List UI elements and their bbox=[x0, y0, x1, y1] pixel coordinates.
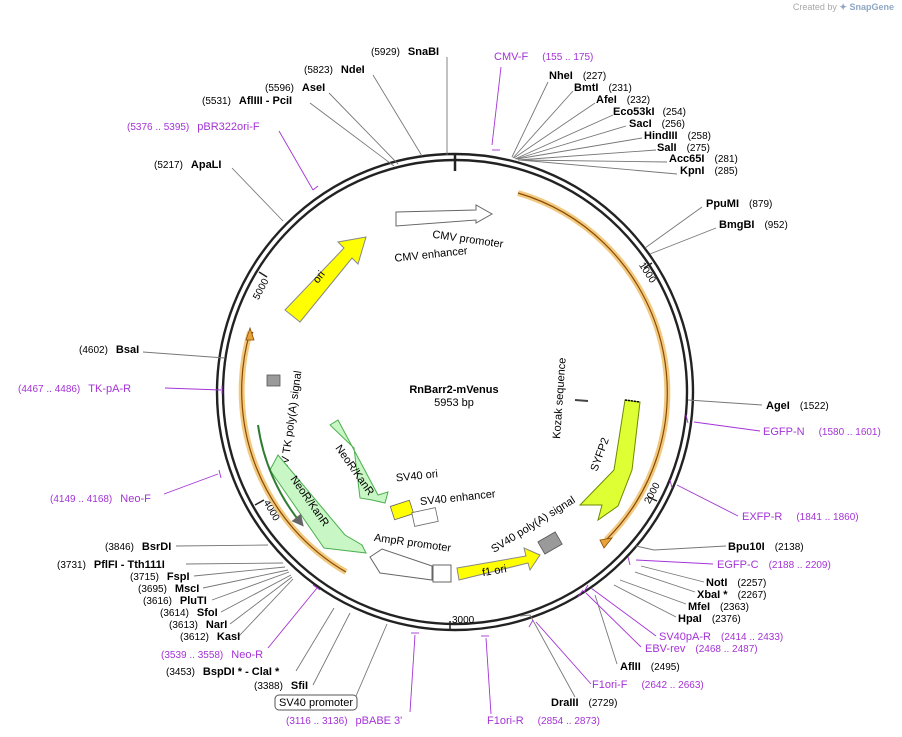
enzyme-bsrdi: (3846)BsrDI bbox=[105, 541, 171, 553]
primer-exfp-r: EXFP-R(1841 .. 1860) bbox=[742, 511, 859, 523]
feature-hsv-tk-polya: HSV TK poly(A) signal bbox=[266, 370, 304, 480]
orf-arrowhead-icon bbox=[599, 537, 613, 549]
enzyme-fspi: (3715)FspI bbox=[130, 571, 190, 583]
credit-prefix: Created by bbox=[792, 2, 837, 12]
primer-neo-f: (4149 .. 4168)Neo-F bbox=[50, 493, 151, 505]
primer-egfp-c: EGFP-C(2188 .. 2209) bbox=[717, 559, 831, 571]
feature-kozak: Kozak sequence bbox=[551, 357, 589, 439]
snapgene-logo-icon: ✦ bbox=[839, 2, 847, 12]
enzyme-bmti: BmtI(231) bbox=[574, 82, 632, 94]
feature-syfp2: SYFP2 bbox=[578, 399, 641, 522]
enzyme-leader-lines bbox=[142, 57, 763, 698]
enzyme-xbai: XbaI *(2267) bbox=[697, 589, 766, 601]
feature-cmv-promoter: CMV promoter CMV enhancer bbox=[394, 204, 504, 265]
enzyme-sfii: (3388)SfiI bbox=[254, 680, 308, 692]
enzyme-mfei: MfeI(2363) bbox=[688, 601, 749, 613]
enzyme-noti: NotI(2257) bbox=[706, 577, 766, 589]
enzyme-msci: (3695)MscI bbox=[138, 583, 199, 595]
primer-egfp-n: EGFP-N(1580 .. 1601) bbox=[763, 426, 881, 438]
enzyme-bsai: (4602)BsaI bbox=[79, 344, 139, 356]
orf-arcs bbox=[238, 190, 671, 575]
feature-neor-kanr: NeoR/KanR NeoR/KanR bbox=[257, 419, 389, 554]
plasmid-name: RnBarr2-mVenus bbox=[409, 384, 498, 396]
feature-sv40-polya: SV40 poly(A) signal bbox=[489, 494, 577, 555]
primer-f1ori-r: F1ori-R(2854 .. 2873) bbox=[487, 715, 600, 727]
enzyme-nhei: NheI(227) bbox=[549, 70, 606, 82]
enzyme-snabi: (5929)SnaBI bbox=[371, 46, 439, 58]
feature-label-sv40-enhancer: SV40 enhancer bbox=[419, 488, 496, 508]
primer-ebv-rev: EBV-rev(2468 .. 2487) bbox=[645, 643, 758, 655]
enzyme-draiii: DraIII(2729) bbox=[551, 697, 617, 709]
credit-brand: SnapGene bbox=[849, 2, 894, 12]
plasmid-size: 5953 bp bbox=[434, 397, 474, 409]
feature-label-f1-ori: f1 ori bbox=[481, 563, 507, 579]
enzyme-labels: (5929)SnaBI (5823)NdeI (5596)AseI (5531)… bbox=[57, 46, 829, 709]
feature-f1-ori: f1 ori bbox=[456, 547, 541, 581]
primer-tk-pa-r: (4467 .. 4486)TK-pA-R bbox=[18, 383, 131, 395]
enzyme-kasi: (3612)KasI bbox=[180, 631, 240, 643]
enzyme-hpai: HpaI(2376) bbox=[678, 613, 741, 625]
enzyme-sfoi: (3614)SfoI bbox=[160, 607, 218, 619]
feature-label-sv40-polya: SV40 poly(A) signal bbox=[489, 494, 577, 555]
enzyme-afliii: (5531)AflIII - PciI bbox=[202, 95, 292, 107]
feature-label-ori: ori bbox=[311, 269, 328, 286]
enzyme-bmgbi: BmgBI(952) bbox=[719, 219, 788, 231]
enzyme-acc65i: Acc65I(281) bbox=[669, 153, 738, 165]
enzyme-bpu10i: Bpu10I(2138) bbox=[728, 541, 804, 553]
enzyme-bspdi: (3453)BspDI * - ClaI * bbox=[166, 666, 280, 678]
primer-pbabe-3: (3116 .. 3136)pBABE 3' bbox=[286, 715, 402, 727]
primer-cmv-f: CMV-F(155 .. 175) bbox=[494, 51, 593, 63]
feature-ori: ori bbox=[284, 236, 367, 323]
sv40-promoter-label: SV40 promoter bbox=[279, 697, 353, 709]
feature-label-kozak: Kozak sequence bbox=[551, 357, 569, 439]
enzyme-agei: AgeI(1522) bbox=[766, 400, 829, 412]
sv40-promoter-callout: SV40 promoter bbox=[274, 623, 388, 711]
feature-label-cmv-enhancer: CMV enhancer bbox=[394, 245, 469, 265]
feature-label-syfp2: SYFP2 bbox=[589, 436, 612, 473]
enzyme-hindiii: HindIII(258) bbox=[644, 130, 711, 142]
enzyme-ppumi: PpuMI(879) bbox=[706, 198, 772, 210]
snapgene-credit: Created by ✦ SnapGene bbox=[793, 2, 894, 13]
primer-leader-lines bbox=[163, 66, 761, 715]
primer-sv40pa-r: SV40pA-R(2414 .. 2433) bbox=[659, 631, 783, 643]
enzyme-saci: SacI(256) bbox=[629, 118, 685, 130]
tick-label-3000: 3000 bbox=[452, 615, 475, 626]
primer-f1ori-f: F1ori-F(2642 .. 2663) bbox=[592, 679, 704, 691]
feature-sv40-ori: SV40 ori SV40 enhancer bbox=[389, 468, 496, 527]
tick-label-5000: 5000 bbox=[251, 277, 271, 302]
enzyme-asei: (5596)AseI bbox=[265, 82, 325, 94]
enzyme-aflii: AflII(2495) bbox=[620, 661, 680, 673]
feature-ampr-promoter: AmpR promoter bbox=[369, 532, 452, 583]
primer-pbr322ori-f: (5376 .. 5395)pBR322ori-F bbox=[127, 121, 260, 133]
primer-labels: CMV-F(155 .. 175) (5376 .. 5395)pBR322or… bbox=[18, 51, 881, 727]
enzyme-eco53ki: Eco53kI(254) bbox=[613, 106, 686, 118]
enzyme-pflfi: (3731)PflFI - Tth111I bbox=[57, 559, 165, 571]
enzyme-nari: (3613)NarI bbox=[169, 619, 227, 631]
feature-label-sv40-ori: SV40 ori bbox=[395, 468, 438, 484]
enzyme-apali: (5217)ApaLI bbox=[154, 159, 221, 171]
primer-neo-r: (3539 .. 3558)Neo-R bbox=[161, 649, 263, 661]
enzyme-ndei: (5823)NdeI bbox=[304, 64, 365, 76]
enzyme-afei: AfeI(232) bbox=[596, 94, 650, 106]
enzyme-pluti: (3616)PluTI bbox=[143, 595, 207, 607]
enzyme-sali: SalI(275) bbox=[657, 142, 710, 154]
enzyme-kpni: KpnI(285) bbox=[680, 165, 738, 177]
orf-arrowhead-icon bbox=[245, 326, 255, 341]
